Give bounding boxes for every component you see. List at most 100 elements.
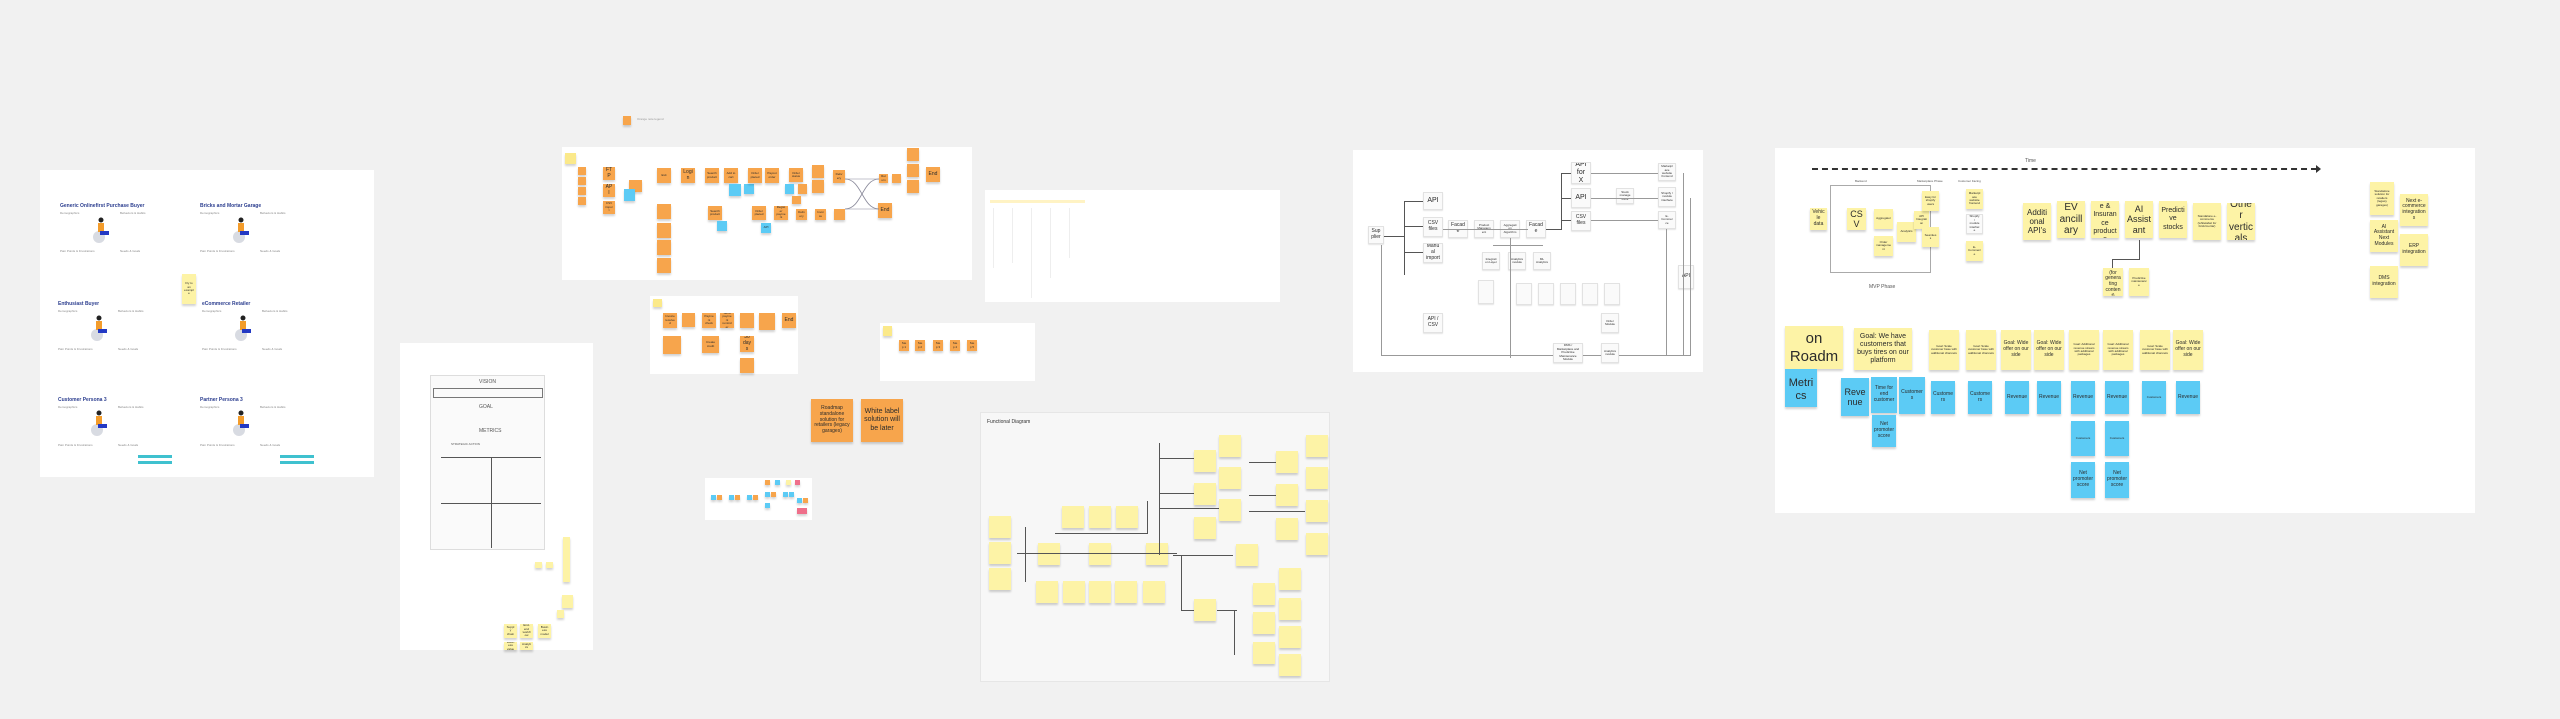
phase-other-verticals[interactable]: Other verticals xyxy=(2227,203,2255,240)
sticky-note[interactable] xyxy=(883,326,892,336)
sticky-note[interactable] xyxy=(557,610,564,618)
metric-customers[interactable]: Customers xyxy=(1899,377,1925,414)
future-erp-integration[interactable]: ERP integration xyxy=(2400,234,2428,266)
sticky-note[interactable] xyxy=(759,313,775,330)
sticky-note[interactable]: Business model xyxy=(538,624,551,638)
sticky-note[interactable] xyxy=(1219,435,1241,457)
sticky-note[interactable]: Add to cart xyxy=(724,168,738,183)
analytics-module[interactable]: Analytics module xyxy=(1508,252,1526,270)
analytics-module-2[interactable]: Analytics module xyxy=(1601,343,1619,363)
sticky-note[interactable] xyxy=(1279,568,1301,590)
sticky-note[interactable] xyxy=(803,498,808,503)
sticky-note[interactable]: API xyxy=(761,223,771,233)
sticky-note[interactable] xyxy=(812,180,824,193)
integration-layer[interactable]: Integration Layer xyxy=(1482,252,1500,270)
sticky-note[interactable] xyxy=(1306,500,1328,522)
sticky-note[interactable] xyxy=(657,204,671,219)
sticky-note[interactable] xyxy=(892,174,901,183)
phase-predictive-stocks[interactable]: Predictive stocks xyxy=(2159,201,2187,238)
sticky-note[interactable]: Create credit xyxy=(702,336,719,353)
sticky-predictive-maintenance[interactable]: Predictive maintenance xyxy=(2129,268,2149,296)
sticky-note[interactable]: Step 4 xyxy=(950,340,960,351)
sticky-note[interactable] xyxy=(657,240,671,255)
facade-node-2[interactable]: Facade xyxy=(1526,220,1546,238)
metric-time-end-customer[interactable]: Time for end customer xyxy=(1871,377,1897,413)
sticky-note[interactable] xyxy=(795,480,800,485)
sticky-note[interactable] xyxy=(1063,581,1085,603)
phase-ev-ancillary[interactable]: EV ancillary xyxy=(2057,201,2085,238)
sticky-note[interactable] xyxy=(1236,544,1258,566)
sticky-note[interactable] xyxy=(562,595,573,608)
sticky-note[interactable]: Step 5 xyxy=(967,340,977,351)
sticky-aggregator[interactable]: Aggregator xyxy=(1874,209,1893,229)
ecommerce-node[interactable]: E-Commerce xyxy=(1658,211,1676,229)
vision-input[interactable] xyxy=(433,388,543,398)
sticky-note[interactable]: 30 days xyxy=(740,336,754,352)
sticky-note[interactable]: Invoice received xyxy=(663,313,677,328)
sticky-note[interactable] xyxy=(783,492,788,497)
sticky-note[interactable]: Return xyxy=(879,174,888,183)
sticky-note[interactable] xyxy=(786,480,791,485)
sticky-note[interactable]: Payment check xyxy=(702,313,716,328)
sticky-note[interactable] xyxy=(989,568,1011,590)
sticky-note[interactable]: Search product xyxy=(708,206,722,220)
ml-node[interactable] xyxy=(1538,283,1554,305)
future-standalone[interactable]: Standalone solution for retailers (legac… xyxy=(2370,182,2394,215)
ml-node[interactable] xyxy=(1516,283,1532,305)
sticky-note[interactable]: Supply chain xyxy=(504,624,517,638)
sticky-note[interactable] xyxy=(775,480,780,485)
sticky-note[interactable] xyxy=(747,495,752,500)
sticky-note[interactable]: Fly to an example xyxy=(182,274,196,304)
sticky-note[interactable] xyxy=(1036,581,1058,603)
small-flow-frame-1[interactable]: Invoice received Payment check Send paym… xyxy=(650,296,798,374)
supplier-node[interactable]: Supplier xyxy=(1368,226,1384,244)
sticky-note[interactable] xyxy=(578,187,586,195)
sticky-note[interactable] xyxy=(1306,435,1328,457)
sticky-api-integration[interactable]: API Integration xyxy=(1914,211,1929,229)
sticky-note[interactable]: Search product xyxy=(705,168,719,183)
stock-mgmt-node[interactable]: Stock management xyxy=(1616,188,1634,204)
metric-revenue[interactable]: Revenue xyxy=(1841,378,1869,416)
sticky-note[interactable] xyxy=(1253,612,1275,634)
functional-diagram-frame[interactable]: Functional Diagram xyxy=(980,412,1330,682)
metric-customers[interactable]: Customers xyxy=(2105,421,2129,456)
sticky-note[interactable]: CSV import xyxy=(603,201,615,214)
sticky-note[interactable] xyxy=(1194,599,1216,621)
sticky-note[interactable] xyxy=(1062,506,1084,528)
goal-additional-revenue[interactable]: Goal: Additional revenue stream with add… xyxy=(2103,330,2133,370)
sticky-vehicle-data[interactable]: Vehicle data xyxy=(1810,208,1827,230)
sticky-note[interactable] xyxy=(711,495,716,500)
sticky-note[interactable]: End-end workflow xyxy=(520,624,533,638)
sticky-note[interactable] xyxy=(989,516,1011,538)
sticky-note[interactable]: Delivery xyxy=(796,209,807,220)
small-flow-frame-2[interactable]: Step 1 Step 2 Step 3 Step 4 Step 5 xyxy=(880,323,1035,381)
sticky-note[interactable] xyxy=(1115,581,1137,603)
sticky-note[interactable]: API xyxy=(603,184,615,197)
sticky-note[interactable] xyxy=(1038,543,1060,565)
goal-scale-customer-base[interactable]: Goal: Scale customer base with additiona… xyxy=(1929,330,1959,370)
metric-customers[interactable]: Customers xyxy=(2071,421,2095,456)
goal-additional-revenue[interactable]: Goal: Additional revenue stream with add… xyxy=(2069,330,2099,370)
sticky-note[interactable]: Step 1 xyxy=(899,340,909,351)
metric-revenue[interactable]: Revenue xyxy=(2176,381,2200,414)
sticky-note[interactable]: Register payment xyxy=(774,206,788,220)
order-module[interactable]: Order Module xyxy=(1601,313,1619,333)
sticky-note[interactable] xyxy=(907,164,919,177)
color-key-frame[interactable] xyxy=(705,478,812,520)
marketplace-node[interactable]: Marketplace website frontend xyxy=(1658,163,1676,181)
sticky-note[interactable] xyxy=(729,495,734,500)
goal-wide-offer[interactable]: Goal: Wide offer on our side xyxy=(2001,330,2031,370)
sticky-note[interactable] xyxy=(797,498,802,503)
sticky-note[interactable] xyxy=(1306,533,1328,555)
sticky-note[interactable] xyxy=(797,508,807,514)
ml-node[interactable] xyxy=(1560,283,1576,305)
api-input[interactable]: API xyxy=(1423,192,1443,210)
metric-customers[interactable]: Customers xyxy=(1931,381,1955,414)
user-flow-frame[interactable]: FTP API CSV import Exit Login Search pro… xyxy=(562,147,972,280)
sticky-note[interactable] xyxy=(653,299,662,307)
sticky-note[interactable] xyxy=(578,167,586,175)
sticky-note[interactable] xyxy=(785,184,794,194)
sticky-note[interactable] xyxy=(1089,543,1111,565)
sticky-llm[interactable]: LLM (for generating content) xyxy=(2103,268,2123,296)
metric-revenue[interactable]: Revenue xyxy=(2005,381,2029,414)
